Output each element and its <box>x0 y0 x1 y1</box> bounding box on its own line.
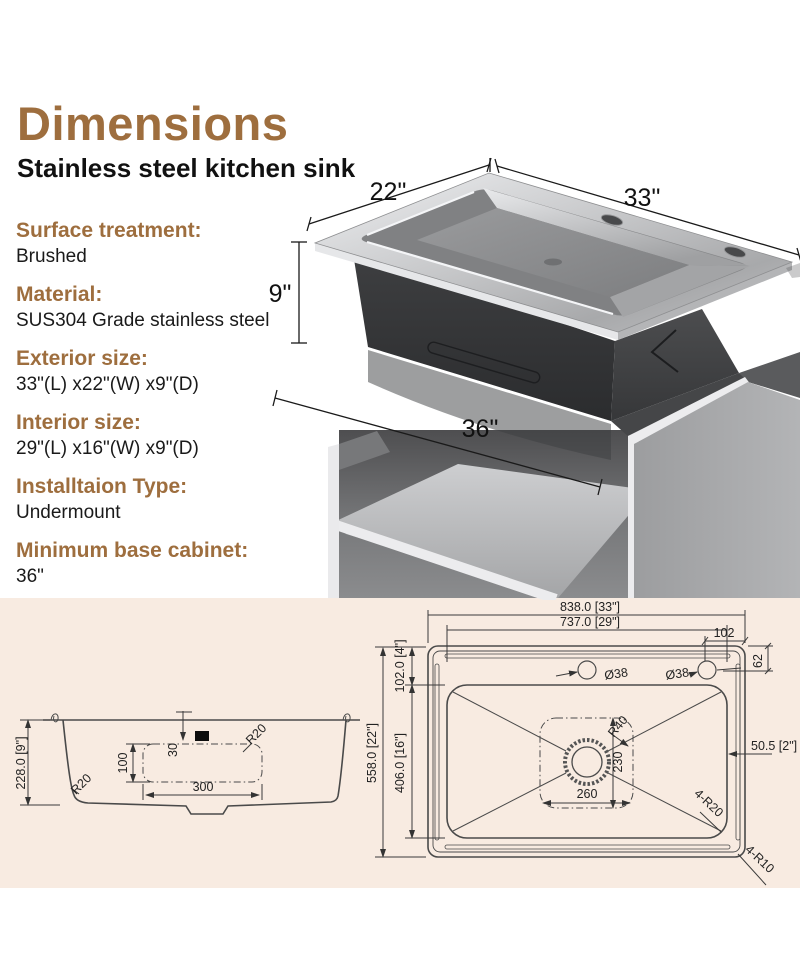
cabinet-left-edge <box>328 444 339 598</box>
label-top-offset: 30 <box>166 743 180 757</box>
faucet-hole-left-plan <box>577 660 597 680</box>
bowl-rim-highlight <box>366 190 614 316</box>
spec-value: 36" <box>16 566 44 587</box>
cabinet-shelf-edge <box>331 519 558 600</box>
plan-dimensions <box>375 610 773 886</box>
cabinet-top-right <box>739 352 800 398</box>
label-drain-zone-height: 230 <box>611 752 625 773</box>
spec-value: 29"(L) x16"(W) x9"(D) <box>16 438 199 459</box>
base-cabinet <box>328 352 800 600</box>
dim-label-depth: 9" <box>269 280 292 308</box>
spec-label: Minimum base cabinet: <box>16 539 249 562</box>
body-chevron-detail <box>650 329 679 373</box>
drain-zone-dashed <box>539 717 634 809</box>
sink-3d-illustration: 22" 33" 9" 36" <box>269 157 800 600</box>
page-title: Dimensions <box>17 97 289 150</box>
label-overall-length: 838.0 [33"] <box>560 600 620 614</box>
label-inner-width: 300 <box>193 780 214 794</box>
cabinet-right-top-edge <box>628 377 751 444</box>
spec-min-base-cabinet: Minimum base cabinet: 36" <box>16 539 316 588</box>
bowl-outline <box>446 684 728 839</box>
label-wall-radius: R20 <box>68 771 94 797</box>
drain-circle <box>571 746 603 778</box>
spec-exterior-size: Exterior size: 33"(L) x22"(W) x9"(D) <box>16 347 316 396</box>
bowl-diagonals <box>452 691 722 832</box>
ledge-left <box>434 663 440 841</box>
label-interior-width: 406.0 [16"] <box>393 733 407 793</box>
spec-label: Interior size: <box>16 411 141 434</box>
cabinet-top-left <box>339 431 390 470</box>
spec-value: 33"(L) x22"(W) x9"(D) <box>16 374 199 395</box>
spec-interior-size: Interior size: 29"(L) x16"(W) x9"(D) <box>16 411 316 460</box>
label-top-rim-width: 102.0 [4"] <box>393 639 407 692</box>
top-plan-view: 838.0 [33"] 737.0 [29"] 102 62 558.0 [22… <box>365 600 797 886</box>
dim-label-width: 22" <box>370 178 407 206</box>
bowl <box>362 188 750 317</box>
spec-label: Installtaion Type: <box>16 475 188 498</box>
ledge-bottom <box>444 844 731 850</box>
spec-label: Material: <box>16 283 103 306</box>
spec-value: Brushed <box>16 246 87 267</box>
faucet-hole-section <box>195 731 209 741</box>
mounting-clip <box>786 263 800 278</box>
label-right-hole-dia: Ø38 <box>665 665 690 682</box>
cabinet-top-shadow <box>611 373 746 437</box>
label-drain-corner-radius: R40 <box>605 713 630 740</box>
label-overall-depth: 228.0 [9"] <box>14 736 28 789</box>
label-outer-corner-radius: 4-R10 <box>743 842 777 875</box>
label-overall-width: 558.0 [22"] <box>365 723 379 783</box>
break-symbol-left <box>50 713 59 723</box>
dim-label-cabinet: 36" <box>462 415 499 443</box>
sink-profile <box>62 719 347 815</box>
bowl-bottom <box>417 208 689 297</box>
bowl-right-wall <box>610 265 750 317</box>
spec-value: SUS304 Grade stainless steel <box>16 310 270 331</box>
flange-front-edge <box>315 243 618 340</box>
iso-dimensions <box>272 157 800 496</box>
outer-rim-inner-line <box>432 650 741 853</box>
technical-drawings: 228.0 [9"] 30 100 300 R20 R20 <box>14 600 797 886</box>
outer-rim <box>427 645 746 858</box>
label-right-rim-width: 50.5 [2"] <box>751 739 797 753</box>
spec-material: Material: SUS304 Grade stainless steel <box>16 283 316 332</box>
sink-shadow <box>368 350 611 460</box>
body-front-face <box>353 253 615 421</box>
page-subtitle: Stainless steel kitchen sink <box>17 153 356 183</box>
sink-flange <box>313 172 800 340</box>
label-inner-depth: 100 <box>116 753 130 774</box>
spec-label: Surface treatment: <box>16 219 202 242</box>
label-inner-radius: R20 <box>243 721 269 747</box>
sink-underbody <box>353 253 739 460</box>
cabinet-shelf <box>334 464 633 598</box>
faucet-holes <box>600 214 747 258</box>
label-bowl-corner-radius: 4-R20 <box>692 786 726 819</box>
spec-surface-treatment: Surface treatment: Brushed <box>16 219 316 268</box>
faucet-hole-left <box>600 214 624 226</box>
spec-installation-type: Installtaion Type: Undermount <box>16 475 316 524</box>
dim-label-length: 33" <box>624 184 661 212</box>
body-slot-detail <box>427 341 541 384</box>
faucet-hole-right-plan <box>697 660 717 680</box>
ledge-top <box>444 653 731 659</box>
ledge-right <box>735 663 741 841</box>
spec-value: Undermount <box>16 502 121 523</box>
label-interior-length: 737.0 [29"] <box>560 615 620 629</box>
label-left-hole-dia: Ø38 <box>603 665 628 682</box>
label-hole-edge-offset: 102 <box>714 626 735 640</box>
drain-ring <box>563 738 611 786</box>
label-hole-center-offset: 62 <box>751 654 765 668</box>
bowl-back-wall <box>483 188 750 266</box>
faucet-hole-right <box>723 246 747 258</box>
body-right-face <box>611 309 739 421</box>
flange-right-edge <box>618 262 792 340</box>
side-section-view: 228.0 [9"] 30 100 300 R20 R20 <box>14 711 360 815</box>
cabinet-right-panel <box>634 382 800 598</box>
spec-list: Surface treatment: Brushed Material: SUS… <box>16 219 316 603</box>
inner-profile-dashed <box>142 743 263 783</box>
spec-label: Exterior size: <box>16 347 148 370</box>
drain-hint <box>544 258 562 266</box>
label-drain-zone-width: 260 <box>577 787 598 801</box>
